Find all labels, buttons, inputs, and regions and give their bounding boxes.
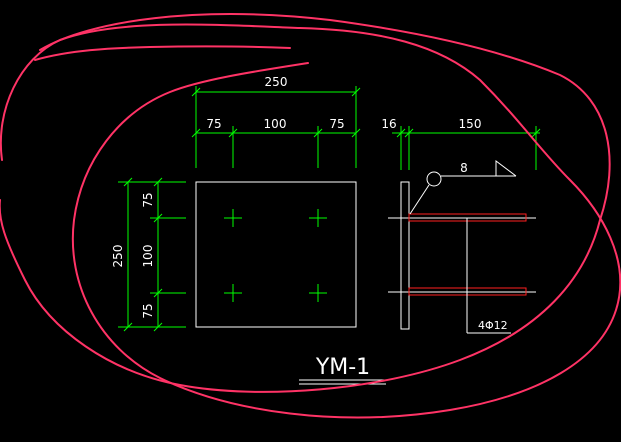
plate-side-view: 16 150 8 4Φ12 <box>381 117 541 334</box>
plate-front-view: 250 75 100 75 250 75 100 75 <box>111 75 361 332</box>
weld-size: 8 <box>460 161 468 175</box>
plate-outline <box>195 181 357 328</box>
dim-vmiddle: 100 <box>141 245 155 268</box>
dim-total-height: 250 <box>111 245 125 268</box>
top-dimension-lines <box>191 86 361 168</box>
markup-annotations <box>0 13 621 419</box>
markup-outer-loop <box>0 23 621 419</box>
anchor-markers <box>224 209 327 302</box>
rebar-leader <box>466 218 511 334</box>
dim-total-width: 250 <box>265 75 288 89</box>
drawing-title: YM-1 <box>315 355 370 380</box>
dim-bottom: 75 <box>141 303 155 318</box>
markup-top-stroke <box>34 45 291 61</box>
dim-top: 75 <box>141 192 155 207</box>
dim-right: 75 <box>329 117 344 131</box>
rebar-upper <box>388 213 536 222</box>
rebar-lower <box>388 287 536 296</box>
dim-middle: 100 <box>264 117 287 131</box>
dim-thickness: 16 <box>381 117 396 131</box>
drawing-title-block: YM-1 <box>299 355 386 385</box>
anchor-marker <box>309 284 327 302</box>
dim-length: 150 <box>459 117 482 131</box>
rebar-callout: 4Φ12 <box>478 319 508 332</box>
anchor-marker <box>309 209 327 227</box>
markup-inner-loop <box>0 13 611 393</box>
anchor-marker <box>224 209 242 227</box>
anchor-marker <box>224 284 242 302</box>
dim-left: 75 <box>206 117 221 131</box>
weld-symbol <box>409 160 517 215</box>
side-dimension-lines <box>392 126 541 170</box>
left-dimension-lines <box>118 177 186 332</box>
plate-section <box>400 181 410 330</box>
